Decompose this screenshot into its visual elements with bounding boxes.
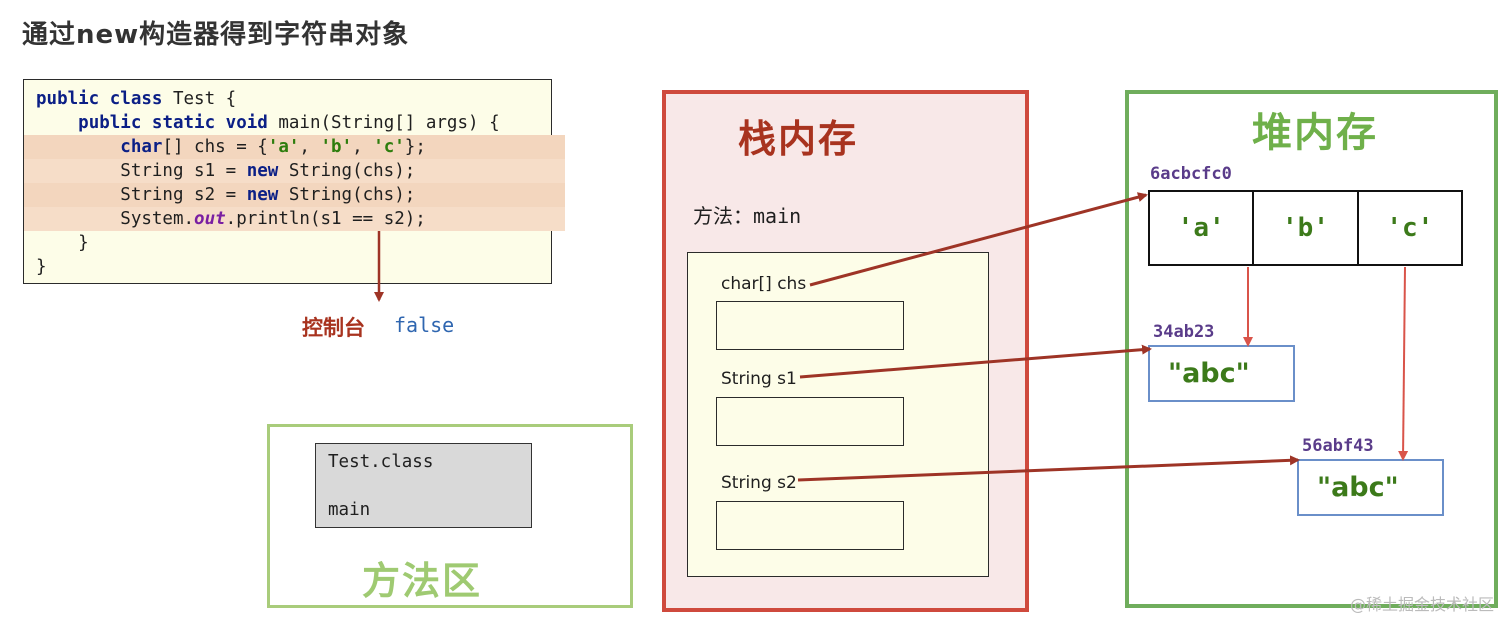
chs-pointer-arrow [809,192,1148,287]
array-address: 6acbcfc0 [1150,164,1232,184]
watermark: @稀土掘金技术社区 [1349,595,1494,614]
code-line-highlighted: char[] chs = {'a', 'b', 'c'}; [24,135,565,159]
code-line: } [24,255,565,279]
code-literal: 'c' [373,137,405,157]
code-text: System. [36,209,195,229]
console-output: false [394,313,455,337]
s2-pointer-arrow [797,455,1300,482]
code-text: .println(s1 == s2); [225,209,426,229]
string-object-1: "abc" [1148,345,1295,402]
method-label: 方法： [693,204,753,228]
code-keyword: char [120,137,163,157]
var-slot-s1 [716,397,904,446]
method-name: main [753,204,802,228]
code-text: , [299,137,321,157]
class-method: main [328,500,371,520]
var-label-s1: String s1 [721,369,797,389]
heap-title: 堆内存 [1252,110,1378,156]
class-name: Test.class [328,452,434,472]
array-cell: 'b' [1254,192,1359,264]
s1-pointer-arrow [799,344,1152,379]
string1-address: 34ab23 [1153,322,1215,342]
code-line-highlighted: String s2 = new String(chs); [24,183,565,207]
var-label-s2: String s2 [721,473,797,493]
char-array: 'a' 'b' 'c' [1148,190,1463,266]
code-text: } [36,233,89,253]
code-line-highlighted: String s1 = new String(chs); [24,159,565,183]
code-text: } [36,257,47,277]
code-text: String s2 = [36,185,247,205]
code-text: Test { [162,89,237,109]
stack-title: 栈内存 [738,117,859,161]
console-label: 控制台 [302,316,365,340]
class-box: Test.class main [315,443,532,528]
code-keyword: new [246,185,279,205]
code-text: String s1 = [36,161,247,181]
code-text: String(chs); [278,161,416,181]
code-line-highlighted: System.out.println(s1 == s2); [24,207,565,231]
code-line: } [24,231,565,255]
var-label-chs: char[] chs [721,274,807,294]
code-text: }; [404,137,426,157]
string2-address: 56abf43 [1302,436,1374,456]
code-text: String(chs); [278,185,416,205]
code-keyword: public class [36,89,163,109]
array-to-str2-arrow [1398,266,1409,461]
code-block: public class Test { public static void m… [23,79,565,284]
array-cell: 'c' [1386,213,1434,243]
code-literal: 'b' [320,137,353,157]
code-text: , [352,137,374,157]
page-title: 通过new构造器得到字符串对象 [22,20,410,50]
code-text: main(String[] args) { [267,113,500,133]
string-object-2: "abc" [1297,459,1444,516]
code-line: public class Test { [24,87,565,111]
var-slot-s2 [716,501,904,550]
code-keyword: new [246,161,279,181]
code-field: out [194,209,226,229]
code-keyword: public static void [78,113,268,133]
array-cell: 'a' [1150,192,1255,264]
code-line: public static void main(String[] args) { [24,111,565,135]
code-text: [] chs = { [162,137,268,157]
code-literal: 'a' [267,137,300,157]
var-slot-chs [716,301,904,350]
method-area-title: 方法区 [362,559,483,603]
stack-method-label: 方法：main [693,200,801,229]
